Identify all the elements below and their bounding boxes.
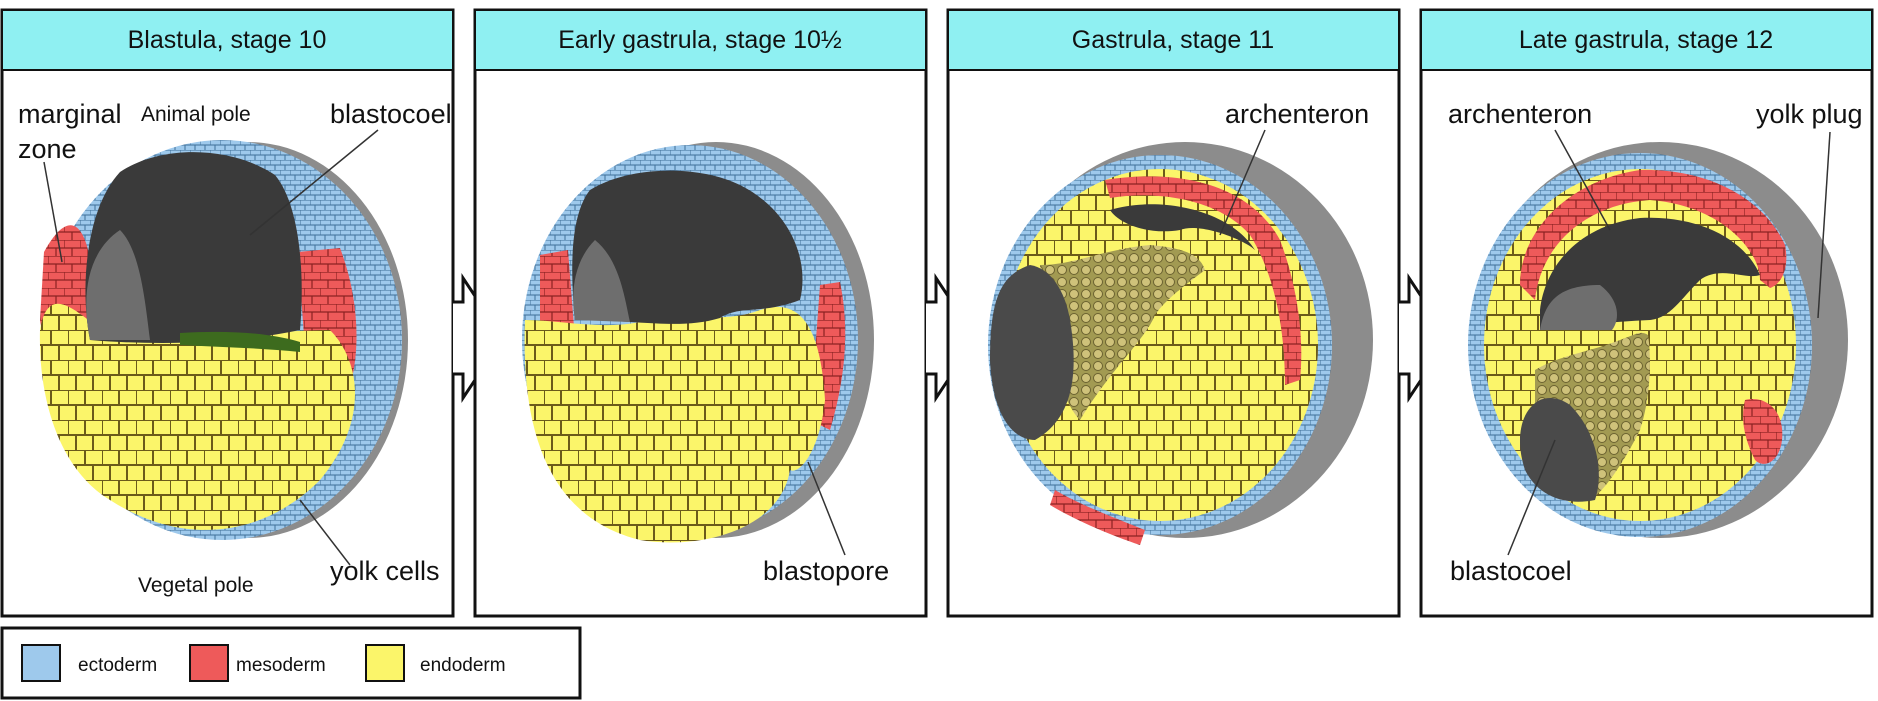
label-blastocoel: blastocoel	[1450, 556, 1572, 586]
panel-blastula: Blastula, stage 10 marginal zone Animal …	[2, 10, 453, 616]
blastula-embryo	[40, 140, 408, 540]
label-yolk-plug: yolk plug	[1756, 99, 1863, 129]
label-archenteron: archenteron	[1448, 99, 1592, 129]
panel-title: Late gastrula, stage 12	[1519, 26, 1773, 54]
panel-title: Blastula, stage 10	[128, 26, 327, 54]
legend-label: mesoderm	[236, 655, 326, 676]
label-archenteron: archenteron	[1225, 99, 1369, 129]
legend-label: ectoderm	[78, 655, 157, 676]
label-zone: zone	[18, 134, 77, 164]
panel-title: Early gastrula, stage 10½	[558, 26, 842, 54]
legend-label: endoderm	[420, 655, 506, 676]
ectoderm-swatch	[22, 645, 60, 681]
label-blastopore: blastopore	[763, 556, 889, 586]
label-blastocoel: blastocoel	[330, 99, 452, 129]
legend: ectoderm mesoderm endoderm	[2, 628, 580, 698]
panel-early-gastrula: Early gastrula, stage 10½ blastopore	[475, 10, 926, 616]
early-gastrula-embryo	[522, 142, 874, 542]
mesoderm-swatch	[190, 645, 228, 681]
label-vegetal-pole: Vegetal pole	[138, 574, 254, 597]
panel-late-gastrula: Late gastrula, stage 12 archenteron yolk…	[1421, 10, 1872, 616]
panel-gastrula: Gastrula, stage 11 archenteron	[948, 10, 1399, 616]
label-animal-pole: Animal pole	[141, 103, 251, 126]
endoderm-swatch	[366, 645, 404, 681]
label-marginal: marginal	[18, 99, 122, 129]
panel-title: Gastrula, stage 11	[1072, 26, 1274, 54]
